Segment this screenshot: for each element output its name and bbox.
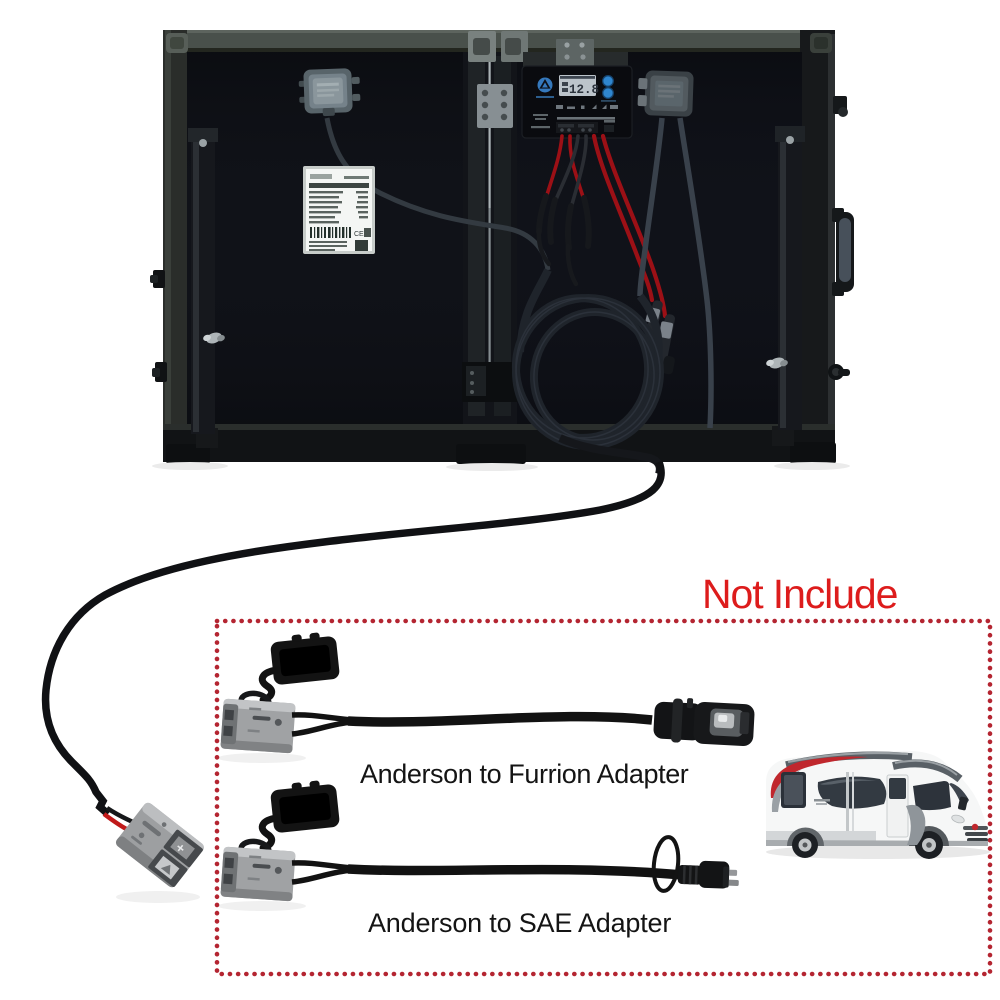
svg-text:Anderson to Furrion Adapter: Anderson to Furrion Adapter <box>360 759 689 789</box>
svg-text:Not Include: Not Include <box>702 571 897 617</box>
svg-text:12.8: 12.8 <box>569 83 599 97</box>
svg-text:Anderson to SAE Adapter: Anderson to SAE Adapter <box>368 908 671 938</box>
svg-text:CE: CE <box>354 231 364 238</box>
